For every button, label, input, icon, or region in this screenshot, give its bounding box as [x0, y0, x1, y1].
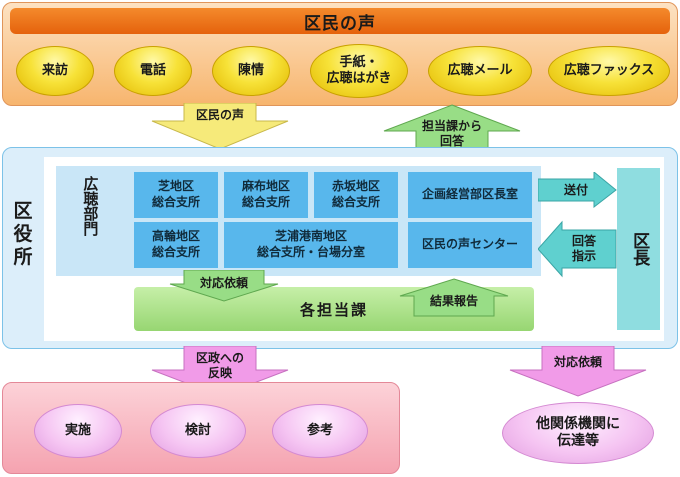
office-shibaura: 芝浦港南地区 総合支所・台場分室 [224, 222, 398, 268]
channel-petition: 陳情 [212, 46, 290, 96]
reply-up-label: 担当課から 回答 [421, 119, 482, 148]
voice-down-arrow [151, 103, 289, 150]
channel-letter: 手紙・ 広聴はがき [310, 44, 408, 98]
office-akasaka: 赤坂地区 総合支所 [314, 172, 398, 218]
ward-office-label: 区役所 [13, 200, 33, 268]
other-request-arrow [509, 346, 647, 397]
request-down-label: 対応依頼 [199, 275, 248, 290]
mayor-box: 区長 [617, 168, 660, 330]
reply-instruction-arrow [538, 220, 617, 278]
voice-panel-title: 区民の声 [10, 8, 670, 34]
office-azabu: 麻布地区 総合支所 [224, 172, 308, 218]
result-report-label: 結果報告 [429, 293, 478, 308]
other-agencies: 他関係機関に 伝達等 [502, 402, 654, 464]
reflection-consider: 検討 [150, 404, 246, 458]
office-voice-center: 区民の声センター [408, 222, 532, 268]
reflection-implement: 実施 [34, 404, 122, 458]
reply-instruction-label: 回答 指示 [571, 234, 596, 263]
result-report-arrow [399, 278, 509, 317]
reflect-label: 区政への 反映 [195, 351, 244, 380]
reflection-reference: 参考 [272, 404, 368, 458]
channel-visit: 来訪 [16, 46, 94, 96]
office-takanawa: 高輪地区 総合支所 [134, 222, 218, 268]
channel-mail: 広聴メール [428, 46, 532, 96]
channel-fax: 広聴ファックス [548, 46, 670, 96]
request-down-arrow [169, 270, 279, 302]
office-shiba: 芝地区 総合支所 [134, 172, 218, 218]
other-request-label: 対応依頼 [553, 354, 602, 369]
voice-down-label: 区民の声 [195, 107, 244, 122]
public-hearing-label: 広聴部門 [76, 176, 104, 236]
send-label: 送付 [563, 182, 588, 197]
public-hearing-text: 広聴部門 [81, 176, 100, 236]
channel-phone: 電話 [114, 46, 192, 96]
mayor-label: 区長 [629, 232, 650, 266]
office-planning: 企画経営部区長室 [408, 172, 532, 218]
send-arrow [538, 172, 617, 208]
